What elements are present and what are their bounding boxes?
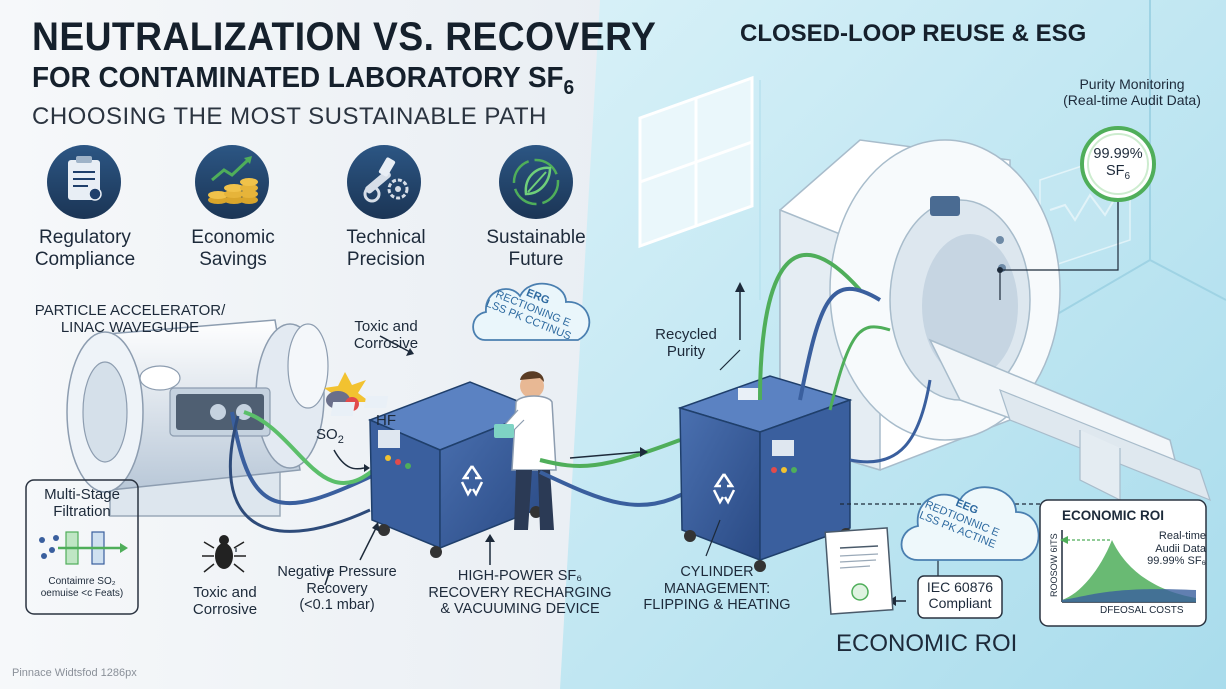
iec-line-2: Compliant bbox=[928, 595, 992, 612]
footer-watermark: Pinnace Widtsfod 1286px bbox=[12, 667, 137, 679]
monitor-line-2: (Real-time Audit Data) bbox=[1063, 92, 1201, 109]
eeg-cloud-right bbox=[900, 486, 1040, 561]
pillar-icon-3 bbox=[347, 145, 421, 219]
accelerator-line-2: LINAC WAVEGUIDE bbox=[60, 319, 200, 337]
filtration-note-line-2: oemuise <c Feats) bbox=[40, 587, 124, 599]
recycled-line-1: Recycled bbox=[655, 326, 717, 343]
purity-unit-subscript: 6 bbox=[1124, 170, 1131, 182]
purity-monitor-gauge bbox=[997, 126, 1156, 273]
roi-bottom-label: ECONOMIC ROI bbox=[836, 630, 1018, 657]
pillar-1-line-2: Compliance bbox=[34, 248, 136, 270]
device-line-1: HIGH-POWER SF₆ bbox=[457, 568, 583, 584]
purity-gauge-text: 99.99%SF6 bbox=[1084, 146, 1152, 182]
pillar-2-line-1: Economic bbox=[191, 227, 275, 248]
technician-illustration bbox=[494, 371, 557, 530]
pillar-1-line-1: Regulatory bbox=[39, 227, 131, 248]
purity-unit: SF6 bbox=[1084, 163, 1152, 182]
window-illustration bbox=[638, 75, 754, 249]
pillar-3-line-2: Precision bbox=[346, 248, 426, 270]
pillar-2-line-2: Savings bbox=[199, 248, 267, 270]
bug-icon bbox=[202, 535, 246, 573]
iec-box bbox=[917, 575, 1003, 619]
so2-subscript: 2 bbox=[337, 434, 344, 446]
filtration-line-1: Multi-Stage bbox=[44, 486, 120, 503]
recycled-line-2: Purity bbox=[666, 343, 706, 361]
toxic-top-line-2: Corrosive bbox=[353, 335, 419, 353]
device-line-3: & VACUUMING DEVICE bbox=[440, 601, 600, 618]
so2-prefix: SO bbox=[316, 426, 338, 443]
monitor-line-1: Purity Monitoring bbox=[1079, 76, 1185, 92]
roi-card-ylabel: ROOSOW 6ITS bbox=[1048, 533, 1059, 597]
purity-value: 99.99% bbox=[1093, 146, 1143, 162]
pillar-icon-2 bbox=[195, 145, 269, 219]
purity-monitor-label: Purity Monitoring(Real-time Audit Data) bbox=[1040, 76, 1224, 108]
device-line-2: RECOVERY RECHARGING bbox=[428, 584, 612, 601]
cylinder-line-3: FLIPPING & HEATING bbox=[643, 597, 791, 614]
roi-card-line-3: 99.99% SF₆ bbox=[1147, 555, 1206, 568]
accelerator-label: PARTICLE ACCELERATOR/LINAC WAVEGUIDE bbox=[20, 302, 240, 337]
negative-line-3: (<0.1 mbar) bbox=[299, 597, 375, 614]
cylinder-line-1: CYLINDER bbox=[680, 564, 754, 580]
roi-card-line-1: Real-time bbox=[1158, 530, 1206, 542]
roi-card-line-2: Audii Data bbox=[1155, 542, 1206, 555]
title-line-2-prefix: FOR CONTAMINATED LABORATORY SF bbox=[32, 62, 564, 94]
title-line-1: NEUTRALIZATION VS. RECOVERY bbox=[32, 15, 657, 59]
hf-label: HF bbox=[376, 412, 396, 429]
title-line-2-subscript: 6 bbox=[563, 76, 575, 99]
title-line-2: FOR CONTAMINATED LABORATORY SF6 bbox=[32, 62, 574, 100]
negative-line-1: Negative Pressure bbox=[277, 564, 397, 580]
right-section-title: CLOSED-LOOP REUSE & ESG bbox=[740, 20, 1087, 47]
erg-cloud-left bbox=[472, 282, 591, 341]
iec-line-1: IEC 60876 bbox=[926, 579, 994, 595]
so2-label: SO2 bbox=[316, 426, 344, 447]
linac-waveguide-illustration bbox=[66, 319, 329, 517]
toxic-top-line-1: Toxic and bbox=[354, 318, 418, 335]
purity-unit-prefix: SF bbox=[1105, 162, 1125, 179]
roi-card-title: ECONOMIC ROI bbox=[1062, 508, 1165, 523]
pillar-4-line-1: Sustainable bbox=[486, 227, 586, 248]
toxic-bottom-line-2: Corrosive bbox=[192, 601, 258, 619]
pillar-icon-1 bbox=[47, 145, 121, 219]
filtration-note-line-1: Contaimre SO₂ bbox=[48, 576, 116, 587]
pillar-icon-4 bbox=[499, 145, 573, 219]
roi-card-chart bbox=[1039, 499, 1207, 627]
negative-line-2: Recovery bbox=[306, 580, 368, 597]
subtitle: CHOOSING THE MOST SUSTAINABLE PATH bbox=[32, 103, 547, 130]
right-recovery-device-illustration bbox=[677, 375, 853, 572]
cylinder-line-2: MANAGEMENT: bbox=[663, 580, 771, 597]
filtration-box bbox=[25, 479, 139, 615]
filtration-graphic bbox=[39, 531, 128, 565]
accelerator-line-1: PARTICLE ACCELERATOR/ bbox=[34, 302, 226, 319]
pillar-3-line-1: Technical bbox=[346, 227, 426, 248]
toxic-bottom-line-1: Toxic and bbox=[193, 584, 257, 601]
filtration-line-2: Filtration bbox=[53, 503, 111, 521]
certificate-icon bbox=[824, 527, 894, 615]
roi-card-xlabel: DFEOSAL COSTS bbox=[1100, 605, 1184, 616]
pillar-4-line-2: Future bbox=[508, 248, 564, 270]
